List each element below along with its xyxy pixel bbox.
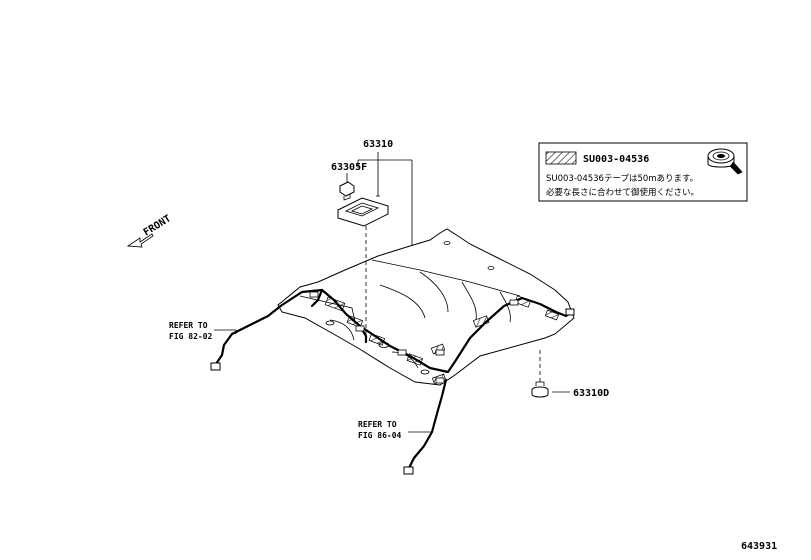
headliner-panel [277, 228, 575, 386]
harness-clip [355, 325, 365, 332]
harness-clip [435, 349, 445, 356]
refer-left-line2: FIG 82-02 [169, 332, 213, 341]
front-arrow-icon: FRONT [126, 213, 173, 248]
clip-icon [339, 181, 355, 201]
legend-note-line2: 必要な長さに合わせて御使用ください。 [546, 187, 699, 198]
refer-bottom-line2: FIG 86-04 [358, 431, 402, 440]
legend-note-line1: SU003-04536テープは50mあります。 [546, 174, 698, 184]
connector-bottom [403, 466, 414, 475]
tape-patch [544, 309, 560, 321]
hatched-swatch [545, 151, 577, 165]
harness-clip [309, 291, 319, 298]
legend-box: SU003-04536 SU003-04536テープは50mあります。 必要な長… [538, 142, 748, 202]
harness-clip [509, 299, 519, 306]
connector-right [565, 308, 575, 316]
refer-bottom-line1: REFER TO [358, 420, 397, 429]
legend-tape-part: SU003-04536 [583, 154, 649, 165]
figure-id: 643931 [741, 541, 777, 552]
harness-clip [397, 349, 407, 356]
part-number-retainer: 63310D [573, 388, 609, 399]
bracket-part [337, 197, 389, 227]
part-number-clip: 63305F [331, 162, 367, 173]
wire-harnesses [210, 288, 575, 475]
leader-lines [214, 152, 570, 433]
connector-left [210, 362, 221, 371]
retainer-icon [531, 381, 549, 398]
refer-left-line1: REFER TO [169, 321, 208, 330]
tape-roll-icon [707, 148, 743, 175]
part-number-headliner: 63310 [363, 139, 393, 150]
harness-clip [435, 377, 445, 384]
front-label: FRONT [142, 213, 173, 238]
